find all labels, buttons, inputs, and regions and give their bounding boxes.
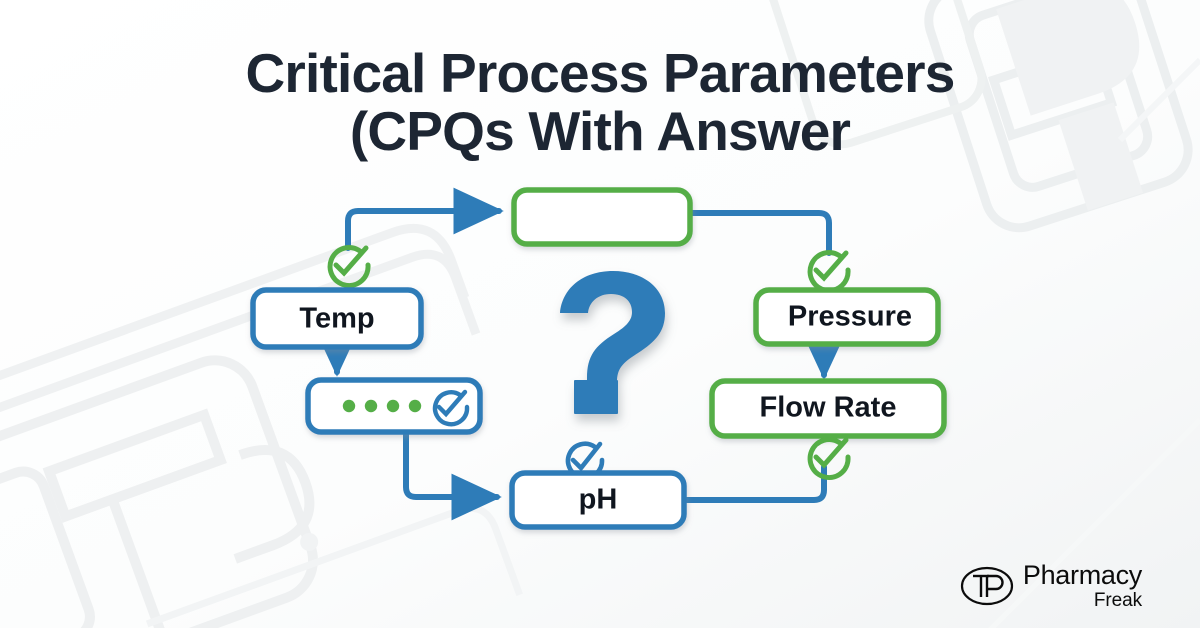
progress-dot xyxy=(386,399,400,413)
brand-logo-wordmark: Pharmacy Freak xyxy=(1022,560,1142,611)
node-ph[interactable]: pH xyxy=(509,470,687,530)
tp-monogram-oval-icon xyxy=(960,566,1013,606)
question-mark-dot xyxy=(574,380,618,414)
progress-dot xyxy=(364,399,378,413)
node-top-empty[interactable] xyxy=(511,187,693,247)
check-flow-bottom-icon xyxy=(807,437,851,481)
progress-dot xyxy=(408,399,422,413)
question-mark-icon xyxy=(560,271,665,414)
check-temp-top-icon xyxy=(327,245,371,289)
node-flow-rate[interactable]: Flow Rate xyxy=(709,378,947,439)
brand-logo: Pharmacy Freak xyxy=(960,562,1142,610)
title-line-2: (CPQs With Answer xyxy=(349,100,851,162)
page-title: Critical Process Parameters (CPQs With A… xyxy=(0,44,1200,160)
node-temp-label: Temp xyxy=(299,303,374,335)
node-top-empty-rect[interactable] xyxy=(511,187,693,247)
node-pressure-label: Pressure xyxy=(788,301,912,333)
node-temp[interactable]: Temp xyxy=(250,287,424,350)
node-progress[interactable] xyxy=(305,377,483,435)
connector-group xyxy=(313,187,848,521)
brand-name-top: Pharmacy xyxy=(1022,560,1142,590)
connector-temp-to-top xyxy=(345,187,504,251)
node-ph-label: pH xyxy=(579,484,618,516)
connector-flow-to-ph xyxy=(681,464,827,503)
connector-progress-to-ph xyxy=(403,429,502,521)
check-pressure-top-icon xyxy=(807,250,851,294)
title-line-1: Critical Process Parameters xyxy=(245,42,955,104)
connector-top-to-pressure xyxy=(686,210,832,256)
brand-name-bottom: Freak xyxy=(1093,590,1142,611)
progress-dot xyxy=(342,399,356,413)
node-flow-rate-label: Flow Rate xyxy=(760,392,897,424)
node-pressure[interactable]: Pressure xyxy=(753,287,941,347)
